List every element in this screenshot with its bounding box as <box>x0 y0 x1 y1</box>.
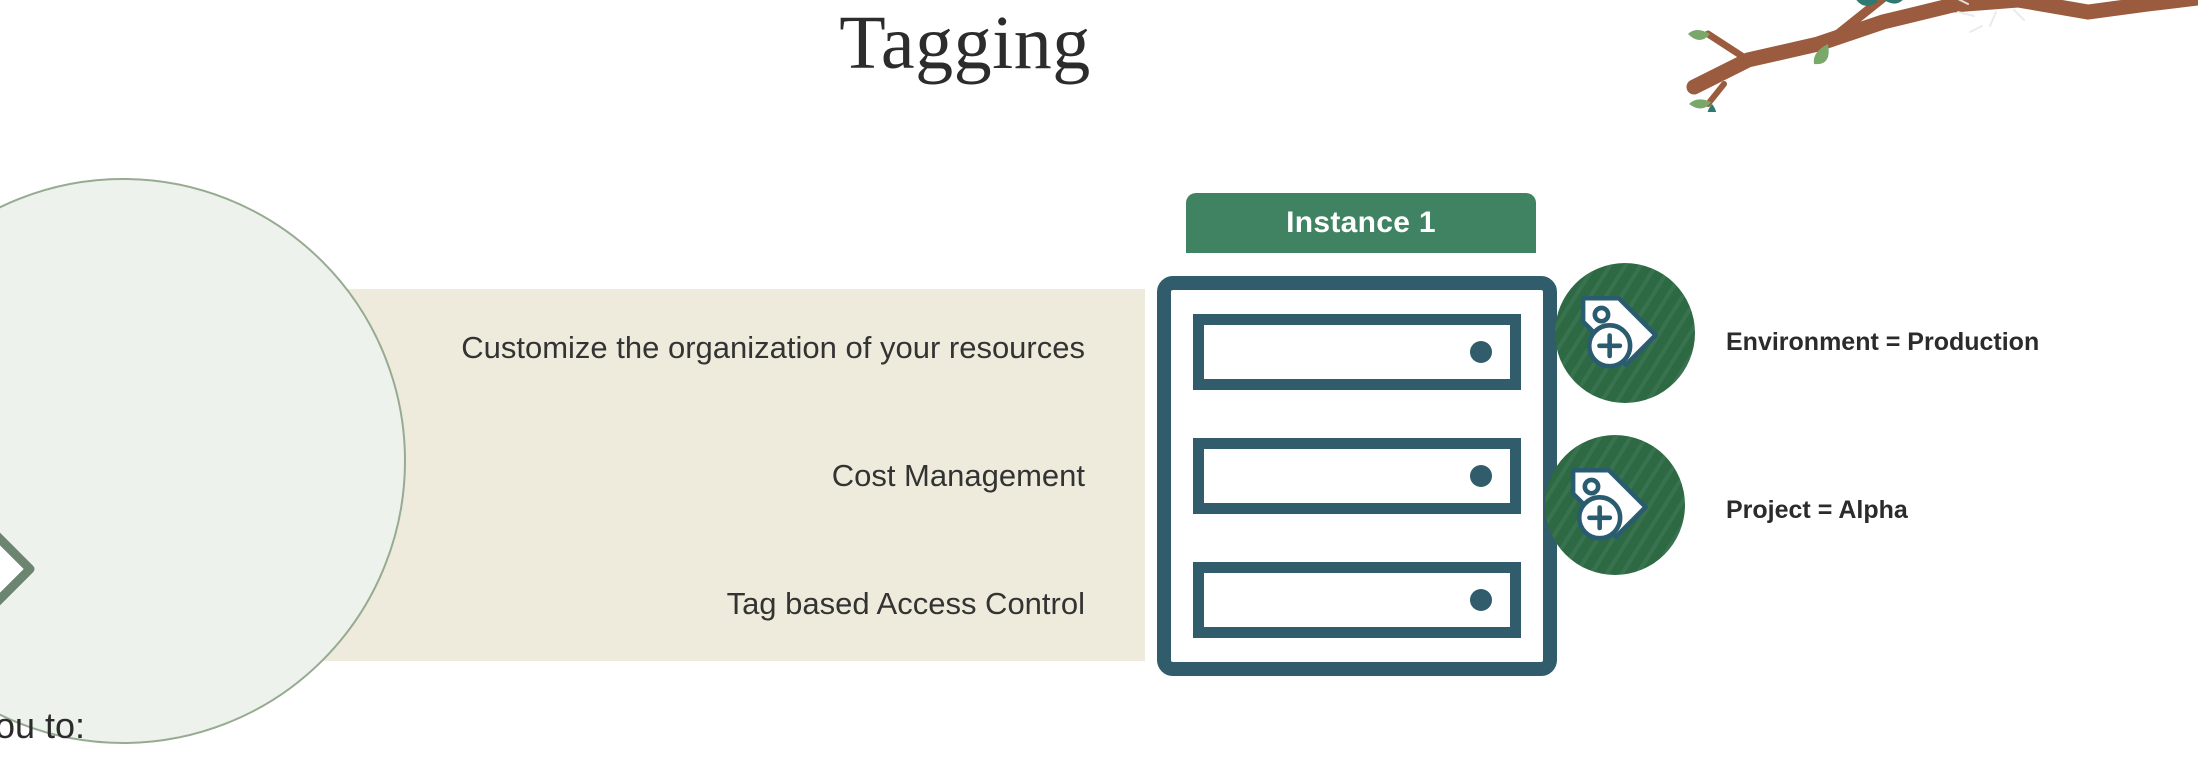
rack-indicator-dot <box>1470 589 1492 611</box>
tag-plus-icon <box>1580 295 1658 369</box>
tag-plus-icon <box>0 532 35 606</box>
benefit-item: Customize the organization of your resou… <box>461 330 1085 365</box>
server-rack-slot <box>1193 438 1521 514</box>
server-rack-slot <box>1193 562 1521 638</box>
benefits-band <box>290 289 1145 661</box>
tag-label: Project = Alpha <box>1726 496 1908 524</box>
instance-banner: Instance 1 <box>1186 193 1536 253</box>
instance-banner-label: Instance 1 <box>1286 206 1436 239</box>
rack-indicator-dot <box>1470 341 1492 363</box>
rack-indicator-dot <box>1470 465 1492 487</box>
benefit-item: Cost Management <box>831 457 1085 493</box>
benefit-item: Tag based Access Control <box>726 585 1085 621</box>
tag-plus-icon <box>1570 467 1648 541</box>
intro-caption: Allows you to: <box>0 705 86 746</box>
tag-badge <box>1545 435 1685 575</box>
tag-badge <box>1555 263 1695 403</box>
tag-label: Environment = Production <box>1726 328 2040 356</box>
server-rack-slot <box>1193 314 1521 390</box>
page-title: Tagging <box>839 1 1091 85</box>
benefits-list: Customize the organization of your resou… <box>290 289 1145 661</box>
server-box <box>1157 276 1557 676</box>
